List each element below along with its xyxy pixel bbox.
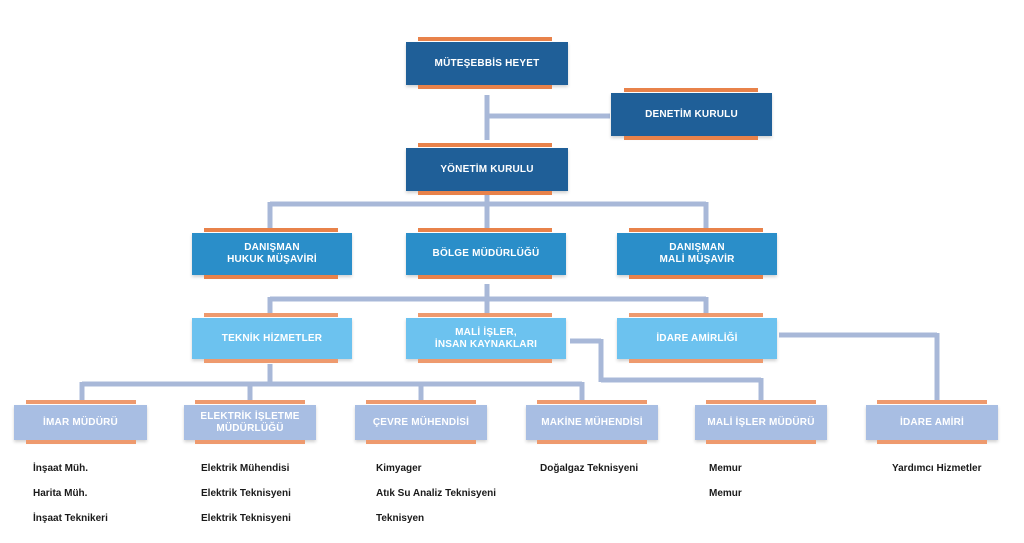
node-bolge-mudurlugu: BÖLGE MÜDÜRLÜĞÜ [406,233,566,275]
staff-item: Harita Müh. [33,488,88,499]
accent-bar [418,313,552,317]
accent-bar [629,359,763,363]
accent-bar [26,440,136,444]
staff-item: Memur [709,463,742,474]
accent-bar [204,313,338,317]
node-denetim-kurulu: DENETİM KURULU [611,93,772,136]
accent-bar [26,400,136,404]
node-yonetim-kurulu: YÖNETİM KURULU [406,148,568,191]
accent-bar [624,88,758,92]
staff-item: Yardımcı Hizmetler [892,463,982,474]
node-teknik-hizmetler: TEKNİK HİZMETLER [192,318,352,359]
accent-bar [629,228,763,232]
accent-bar [195,440,305,444]
accent-bar [629,313,763,317]
accent-bar [418,37,552,41]
staff-item: Atık Su Analiz Teknisyeni [376,488,497,499]
accent-bar [418,143,552,147]
accent-bar [366,440,476,444]
staff-item: Memur [709,488,742,499]
accent-bar [706,400,816,404]
node-imar-muduru: İMAR MÜDÜRÜ [14,405,147,440]
staff-item: Doğalgaz Teknisyeni [540,463,639,474]
accent-bar [418,191,552,195]
node-mutesebbis-heyet: MÜTEŞEBBİS HEYET [406,42,568,85]
accent-bar [537,440,647,444]
node-makine-muhendisi: MAKİNE MÜHENDİSİ [526,405,658,440]
node-hukuk-musaviri: DANIŞMAN HUKUK MÜŞAVİRİ [192,233,352,275]
accent-bar [418,228,552,232]
staff-item: Elektrik Teknisyeni [201,513,291,524]
accent-bar [629,275,763,279]
accent-bar [204,359,338,363]
staff-item: Elektrik Mühendisi [201,463,290,474]
accent-bar [418,275,552,279]
node-idare-amiri: İDARE AMİRİ [866,405,998,440]
accent-bar [877,400,987,404]
accent-bar [537,400,647,404]
accent-bar [204,228,338,232]
node-mali-isler-insan-kaynaklari: MALİ İŞLER, İNSAN KAYNAKLARI [406,318,566,359]
node-cevre-muhendisi: ÇEVRE MÜHENDİSİ [355,405,487,440]
accent-bar [195,400,305,404]
accent-bar [706,440,816,444]
accent-bar [418,85,552,89]
staff-item: Elektrik Teknisyeni [201,488,291,499]
accent-bar [418,359,552,363]
staff-item: İnşaat Müh. [33,463,89,474]
accent-bar [366,400,476,404]
node-mali-isler-muduru: MALİ İŞLER MÜDÜRÜ [695,405,827,440]
staff-item: Teknisyen [376,513,425,524]
node-mali-musavir: DANIŞMAN MALİ MÜŞAVİR [617,233,777,275]
accent-bar [204,275,338,279]
accent-bar [877,440,987,444]
staff-item: İnşaat Teknikeri [33,513,108,524]
accent-bar [624,136,758,140]
staff-item: Kimyager [376,463,422,474]
node-elektrik-isletme-mudurlugu: ELEKTRİK İŞLETME MÜDÜRLÜĞÜ [184,405,316,440]
node-idare-amirligi: İDARE AMİRLİĞİ [617,318,777,359]
